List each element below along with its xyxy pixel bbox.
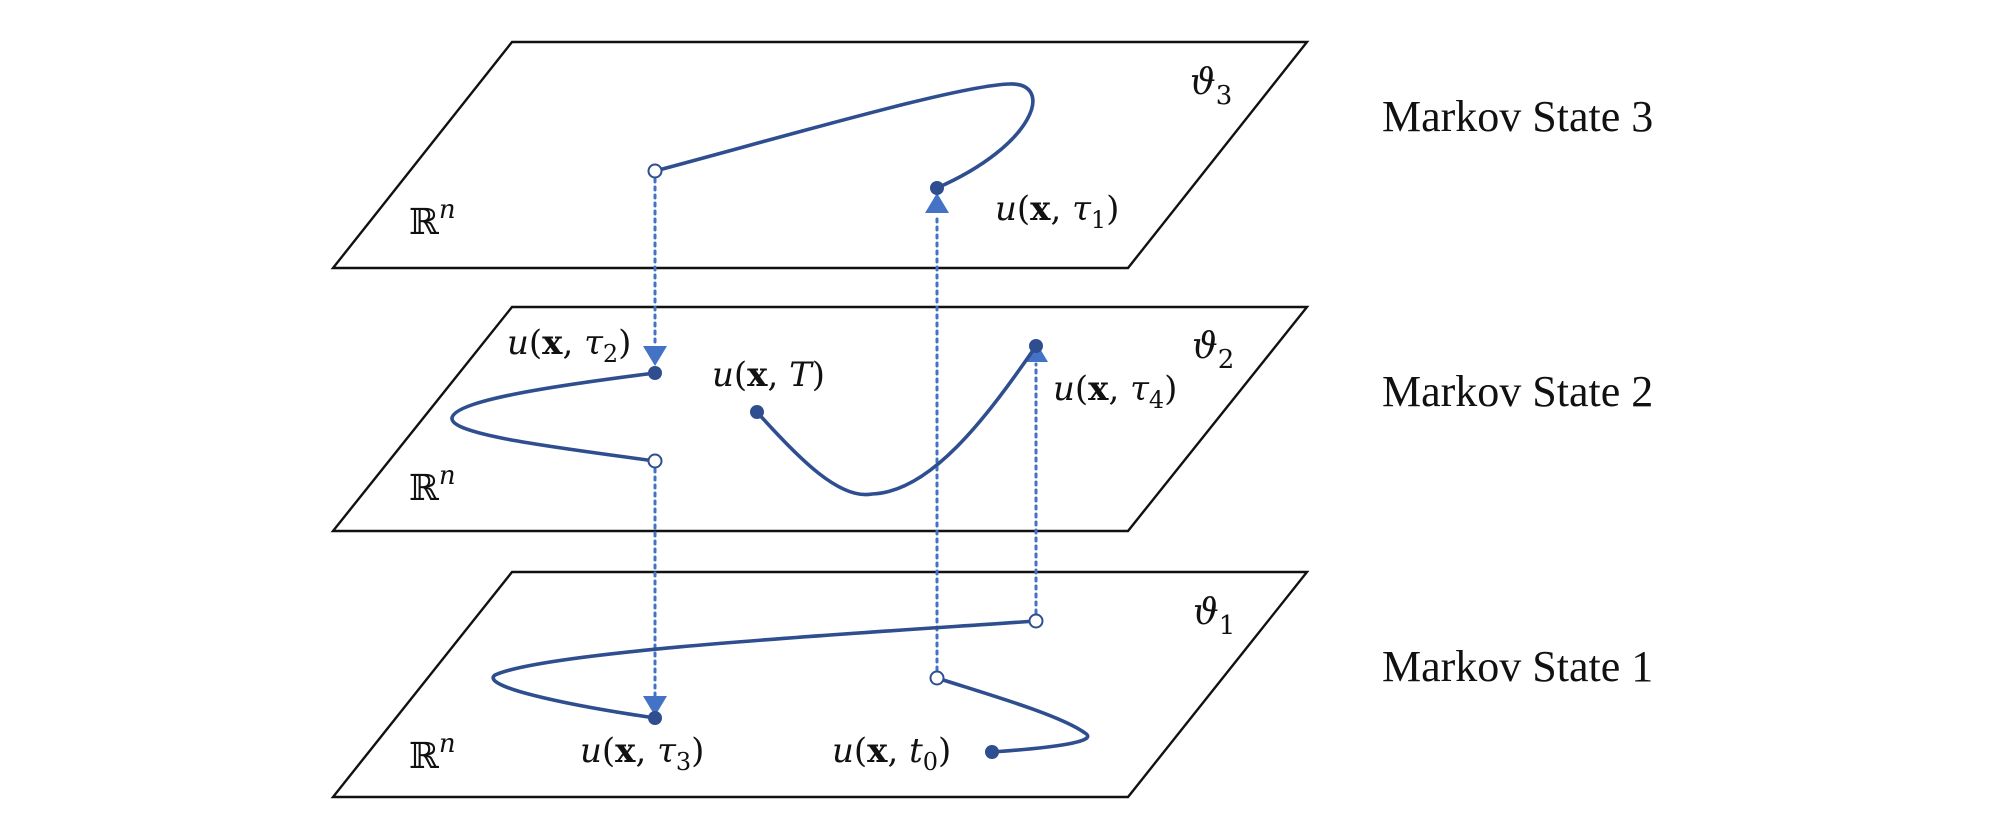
space-label-state-1: ℝn — [409, 729, 456, 777]
arrowhead-up-tau1 — [925, 193, 949, 213]
trajectory-state-1 — [491, 619, 1090, 754]
endpoint-tau3 — [648, 711, 662, 725]
markov-state-1-label: Markov State 1 — [1382, 642, 1653, 691]
endpoint-tau2 — [648, 366, 662, 380]
theta-label-state-3: ϑ3 — [1190, 62, 1232, 111]
endpoint-open-state1-right — [1028, 613, 1044, 629]
endpoint-tau1 — [930, 181, 944, 195]
endpoint-open-state3-start — [647, 163, 663, 179]
endpoint-t0 — [985, 745, 999, 759]
point-label-tau1: u(x, τ1) — [995, 189, 1119, 234]
plane-state-3 — [330, 40, 1310, 270]
endpoint-T — [750, 405, 764, 419]
markov-state-3-label: Markov State 3 — [1382, 92, 1653, 141]
point-label-tau4: u(x, τ4) — [1053, 369, 1177, 414]
space-label-state-3: ℝn — [409, 195, 456, 243]
theta-label-state-1: ϑ1 — [1193, 592, 1235, 641]
plane-state-2 — [330, 305, 1310, 533]
trajectory-state-2-right — [755, 344, 1038, 497]
endpoint-open-state1-t0 — [929, 670, 945, 686]
plane-state-1 — [330, 570, 1310, 799]
markov-state-2-label: Markov State 2 — [1382, 367, 1653, 416]
trajectory-state-3 — [653, 82, 1035, 190]
arrowhead-down-tau2 — [643, 346, 667, 366]
point-label-tau2: u(x, τ2) — [507, 323, 631, 368]
endpoint-tau4 — [1029, 339, 1043, 353]
point-label-tau3: u(x, τ3) — [580, 731, 704, 776]
endpoint-open-state2-left — [647, 453, 663, 469]
trajectory-state-2-left — [450, 371, 657, 463]
space-label-state-2: ℝn — [409, 461, 456, 509]
point-label-t0: u(x, t0) — [832, 731, 951, 776]
arrowhead-down-tau3 — [643, 696, 667, 716]
point-label-T: u(x, T) — [712, 355, 825, 395]
theta-label-state-2: ϑ2 — [1192, 326, 1234, 375]
